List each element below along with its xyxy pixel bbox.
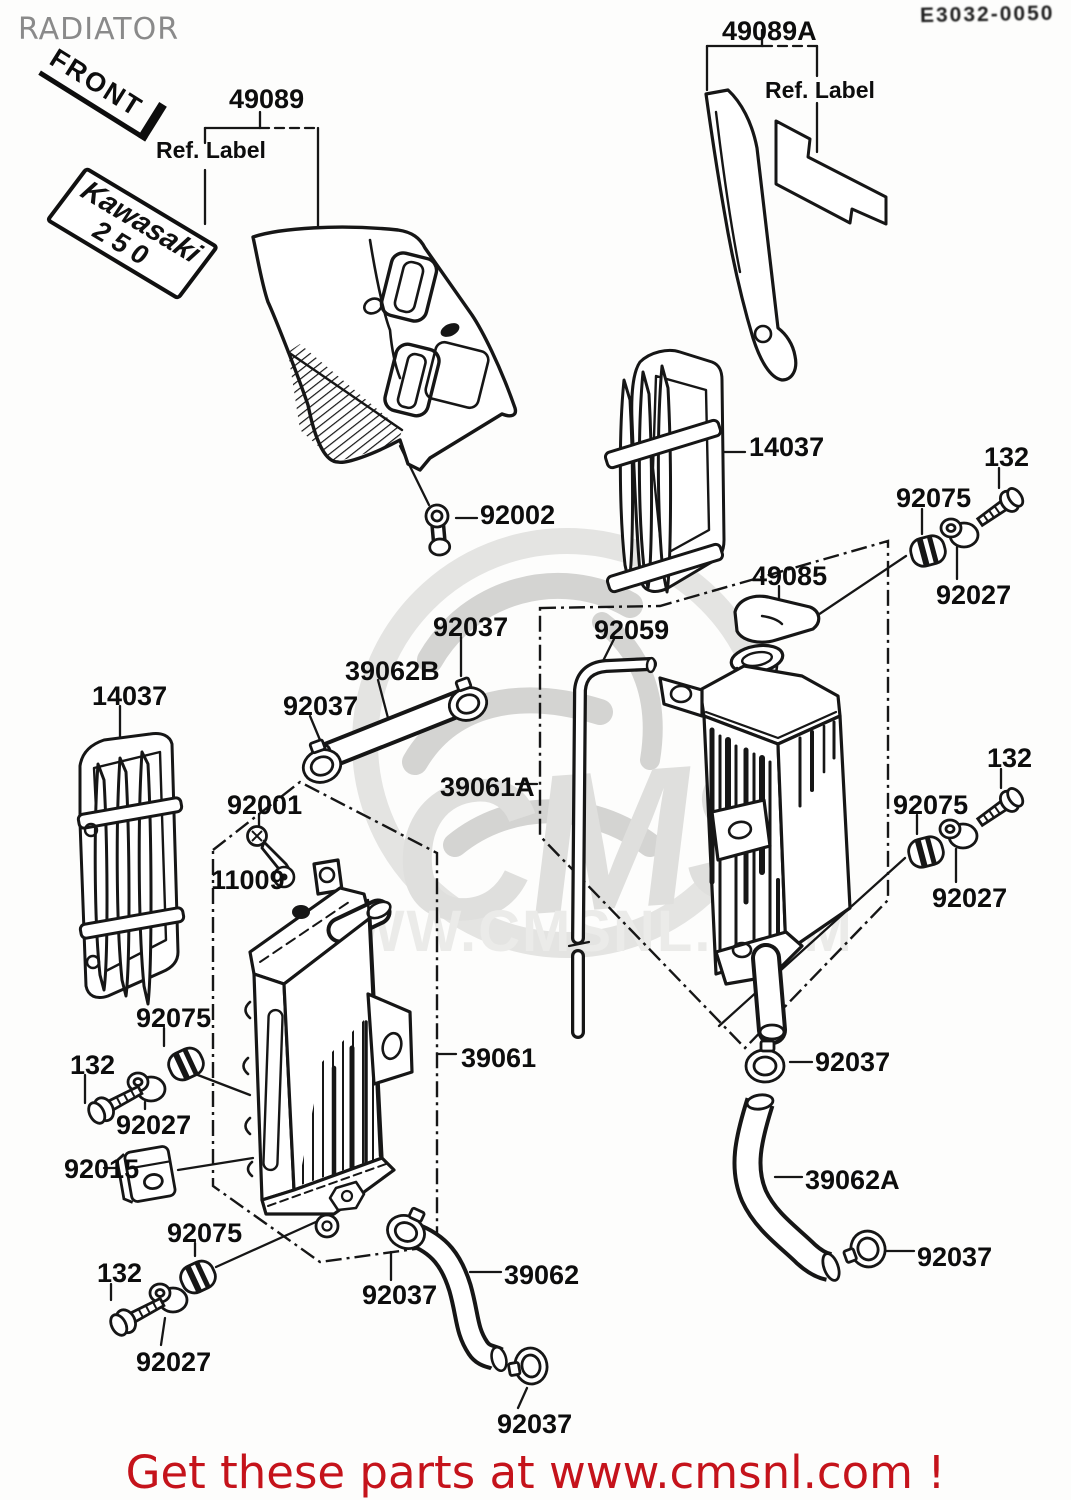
- part-label-39062b: 39062B: [345, 656, 440, 686]
- part-label-39061a: 39061A: [440, 772, 535, 802]
- part-label-92075: 92075: [167, 1218, 243, 1248]
- part-label-39062a: 39062A: [805, 1165, 900, 1195]
- part-label-92059: 92059: [594, 615, 670, 645]
- part-label-92027: 92027: [932, 883, 1008, 913]
- assembly-box-39061: [211, 780, 439, 1264]
- part-label-92001: 92001: [227, 790, 303, 820]
- grommets-92075: [167, 534, 947, 1295]
- part-label-14037: 14037: [92, 681, 168, 711]
- hose-clamps-92037: [301, 676, 887, 1386]
- hose-39062a: [732, 1093, 841, 1282]
- right-shroud-49089a: [704, 88, 798, 382]
- left-radiator-39061: [242, 858, 414, 1239]
- part-label-ref-label: Ref. Label: [156, 137, 266, 163]
- part-label-92027: 92027: [116, 1110, 192, 1140]
- part-label-92027: 92027: [136, 1347, 212, 1377]
- bolt-92002: [424, 503, 452, 557]
- left-shroud-49089: [251, 225, 518, 472]
- part-label-49089a: 49089A: [722, 16, 817, 46]
- part-label-92015: 92015: [64, 1154, 140, 1184]
- part-label-92075: 92075: [893, 790, 969, 820]
- ref-label-outline: [774, 119, 888, 226]
- part-label-92037: 92037: [497, 1409, 573, 1439]
- part-label-92075: 92075: [896, 483, 972, 513]
- part-label-132: 132: [70, 1050, 116, 1080]
- vent-tube-92059: [567, 656, 657, 1039]
- part-label-92037: 92037: [283, 691, 359, 721]
- part-label-92037: 92037: [362, 1280, 438, 1310]
- part-label-92037: 92037: [433, 612, 509, 642]
- part-label-132: 132: [97, 1258, 143, 1288]
- part-label-92027: 92027: [936, 580, 1012, 610]
- part-label-ref-label: Ref. Label: [765, 77, 875, 103]
- part-label-92037: 92037: [917, 1242, 993, 1272]
- part-label-92037: 92037: [815, 1047, 891, 1077]
- part-label-132: 132: [984, 442, 1030, 472]
- right-grille-14037: [603, 348, 726, 594]
- part-label-11009: 11009: [211, 865, 285, 895]
- washer-11009-icon: [272, 865, 296, 889]
- part-label-49089: 49089: [229, 84, 305, 114]
- part-label-92002: 92002: [480, 500, 556, 530]
- left-grille-14037: [76, 732, 186, 1006]
- assembly-box-39061a: [538, 539, 890, 1050]
- part-label-49085: 49085: [752, 561, 828, 591]
- right-radiator-39061a: [658, 594, 852, 1045]
- damper-92015: [115, 1145, 177, 1204]
- part-label-132: 132: [987, 743, 1033, 773]
- bolts-132: [87, 487, 1025, 1337]
- part-label-14037: 14037: [749, 432, 825, 462]
- label-leader-lines: [83, 28, 1003, 1410]
- part-label-39061: 39061: [461, 1043, 537, 1073]
- part-label-92075: 92075: [136, 1003, 212, 1033]
- part-label-39062: 39062: [504, 1260, 580, 1290]
